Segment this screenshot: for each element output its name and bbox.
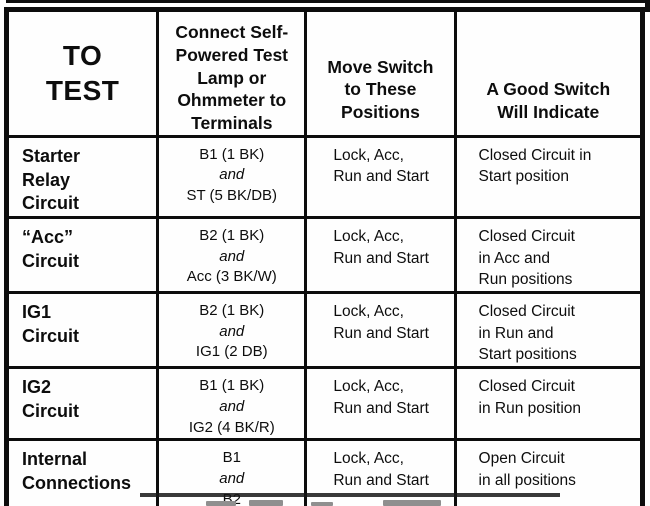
header-to-test: TO TEST [4,8,160,138]
indication-cell: Closed Circuit in Run position [453,366,645,442]
terminal-conjunction: and [219,397,245,415]
indication-cell: Closed Circuit in Start position [453,134,645,220]
circuit-cell: IG1 Circuit [4,291,160,370]
terminal-a: B2 (1 BK) [199,302,265,320]
positions-cell: Lock, Acc, Run and Start [304,134,457,220]
terminal-a: B1 (1 BK) [199,377,265,395]
caption-letter-tops [206,501,236,506]
terminals-cell: B1 (1 BK) and IG2 (4 BK/R) [156,366,308,442]
terminal-a: B1 [222,449,241,467]
scan-artifact-bottom-shadow [140,493,560,497]
table-row-starter-relay: Starter Relay Circuit B1 (1 BK) and ST (… [4,134,645,220]
positions-cell: Lock, Acc, Run and Start [304,366,457,442]
ignition-switch-test-table: TO TEST Connect Self- Powered Test Lamp … [4,7,645,506]
caption-letter-tops [383,500,441,506]
header-connect-terminals: Connect Self- Powered Test Lamp or Ohmme… [156,8,308,138]
table-row-ig1: IG1 Circuit B2 (1 BK) and IG1 (2 DB) Loc… [4,291,645,370]
caption-letter-tops [311,502,333,506]
terminal-conjunction: and [219,322,245,340]
terminals-cell: B1 (1 BK) and ST (5 BK/DB) [156,134,308,220]
table-row-ig2: IG2 Circuit B1 (1 BK) and IG2 (4 BK/R) L… [4,366,645,442]
circuit-cell: “Acc” Circuit [4,215,160,295]
terminals-cell: B2 (1 BK) and IG1 (2 DB) [156,291,308,370]
header-row: TO TEST Connect Self- Powered Test Lamp … [4,8,645,138]
terminal-conjunction: and [219,166,245,184]
caption-letter-tops [249,500,283,506]
indication-cell: Closed Circuit in Acc and Run positions [453,215,645,295]
terminal-b: IG2 (4 BK/R) [188,418,275,436]
positions-cell: Lock, Acc, Run and Start [304,291,457,370]
terminal-conjunction: and [219,469,245,487]
terminals-cell: B2 (1 BK) and Acc (3 BK/W) [156,215,308,295]
positions-cell: Lock, Acc, Run and Start [304,215,457,295]
table-row-acc: “Acc” Circuit B2 (1 BK) and Acc (3 BK/W)… [4,215,645,295]
terminal-a: B1 (1 BK) [199,145,265,163]
terminal-b: ST (5 BK/DB) [186,187,278,205]
header-good-switch: A Good Switch Will Indicate [453,8,645,138]
scan-artifact-top-line [6,0,650,3]
indication-cell: Closed Circuit in Run and Start position… [453,291,645,370]
clipped-caption [0,497,650,506]
terminal-b: IG1 (2 DB) [195,343,268,361]
terminal-a: B2 (1 BK) [199,227,265,244]
terminal-conjunction: and [219,247,245,265]
scan-artifact-top-right [645,0,650,12]
circuit-cell: IG2 Circuit [4,366,160,442]
terminal-b: Acc (3 BK/W) [186,268,277,286]
circuit-cell: Internal Connections [4,438,160,506]
circuit-cell: Starter Relay Circuit [4,134,160,220]
header-switch-positions: Move Switch to These Positions [304,8,457,138]
